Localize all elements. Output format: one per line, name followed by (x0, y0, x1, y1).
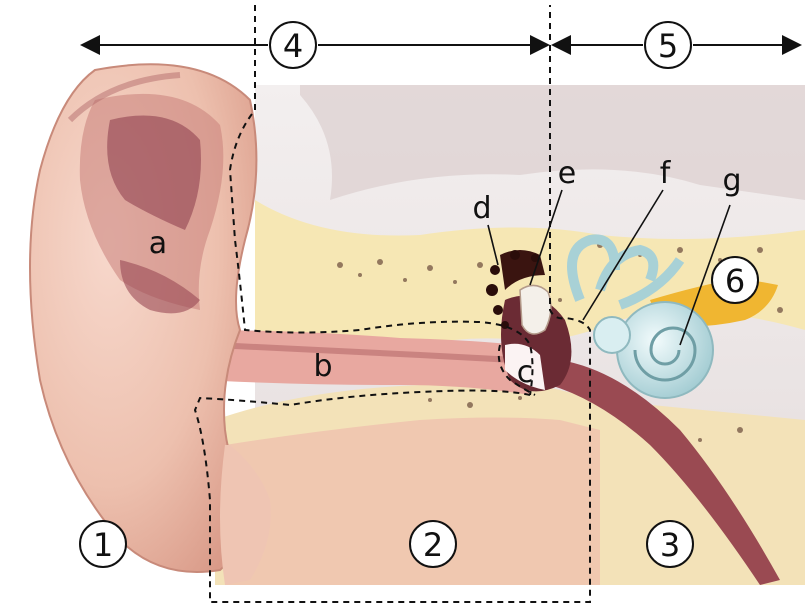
svg-text:5: 5 (658, 27, 678, 65)
label-b: b (313, 349, 332, 384)
label-a: a (149, 226, 167, 261)
label-f: f (660, 156, 672, 191)
svg-text:2: 2 (423, 526, 443, 564)
circled-number-1: 1 (80, 521, 126, 567)
circled-number-5: 5 (645, 22, 691, 68)
svg-text:1: 1 (93, 526, 113, 564)
svg-text:3: 3 (660, 526, 680, 564)
label-g: g (722, 163, 741, 198)
label-e: e (558, 156, 576, 191)
circled-number-2: 2 (410, 521, 456, 567)
ossicles (520, 285, 551, 334)
svg-text:4: 4 (283, 27, 303, 65)
cochlea (617, 302, 713, 398)
label-d: d (472, 191, 491, 226)
circled-number-6: 6 (712, 257, 758, 303)
svg-text:6: 6 (725, 262, 745, 300)
vestibule (594, 317, 630, 353)
label-c: c (517, 355, 534, 390)
lower-soft-tissue (225, 418, 600, 586)
circled-number-4: 4 (270, 22, 316, 68)
circled-number-3: 3 (647, 521, 693, 567)
